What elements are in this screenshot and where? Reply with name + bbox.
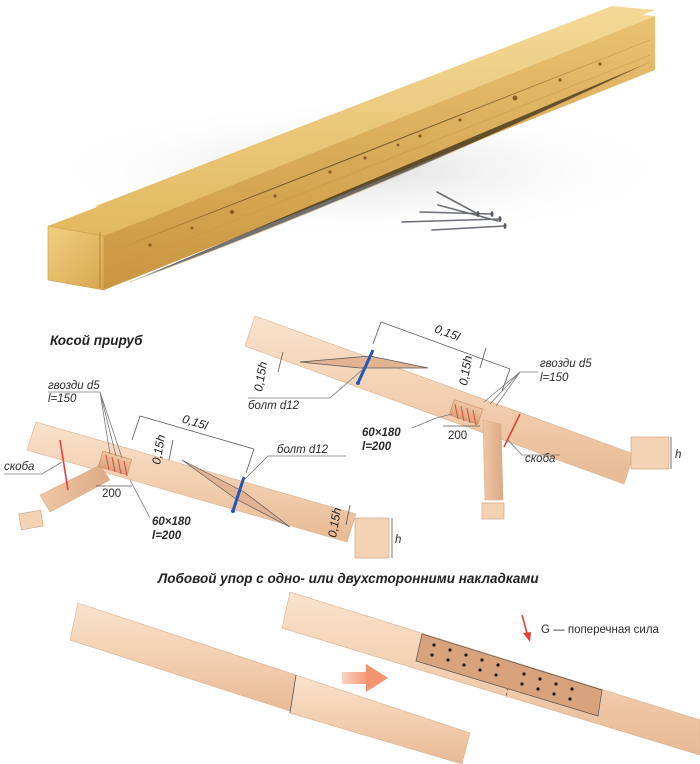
left-bracket: [59, 439, 69, 491]
beam-end-grain: [47, 225, 105, 291]
photo-beam-group: [40, 6, 680, 291]
beam-top-face: [48, 12, 655, 236]
left-nails-line1: гвозди d5: [48, 380, 100, 392]
transform-arrow-icon: [342, 664, 388, 692]
right-post-section: [481, 502, 505, 520]
butt-force-label: G — поперечная сила: [541, 624, 660, 636]
right-bolt: [356, 349, 375, 384]
right-bolt-label: болт d12: [248, 400, 300, 412]
nail-heads: [476, 211, 507, 229]
nails-icon: [401, 191, 506, 231]
left-section-height: h: [395, 534, 401, 546]
right-joint-diagram: 0,15l 0,15h 0,15h гвозди d5 l=150 болт d…: [244, 315, 681, 520]
right-length-fraction: 0,15l: [433, 322, 463, 344]
butt-left-piece-1: [69, 602, 297, 714]
left-seat-width: 200: [102, 488, 121, 500]
left-joint-diagram: 0,15l 0,15h 0,15h гвозди d5 l=150 скоба …: [4, 380, 401, 559]
oblique-joint-title: Косой прируб: [50, 333, 143, 348]
butt-left-piece-2: [289, 674, 471, 764]
left-nails-line2: l=150: [48, 393, 77, 405]
left-plate-size: 60×180: [152, 516, 191, 528]
butt-plate-bolts: [430, 643, 574, 701]
right-bracket: [503, 413, 521, 448]
right-dim-line: [380, 321, 511, 370]
left-plate-length: l=200: [152, 530, 182, 542]
left-nail-marks: [105, 454, 128, 477]
left-main-beam: [26, 421, 357, 543]
right-plate-size: 60×180: [362, 427, 401, 439]
left-oblique-cut: [181, 459, 291, 528]
right-bolt-nut: [356, 381, 360, 385]
left-height-fraction-bottom: 0,15h: [325, 506, 344, 538]
left-length-fraction: 0,15l: [181, 412, 210, 433]
right-nails-line2: l=150: [540, 372, 569, 384]
right-section-block: [630, 436, 670, 470]
beam-grain: [109, 39, 651, 283]
left-dim-line: [139, 415, 255, 450]
left-section-block: [354, 517, 390, 559]
left-strut-section: [18, 509, 44, 531]
beam-front-face: [104, 16, 655, 290]
left-height-fraction-top: 0,15h: [149, 433, 168, 465]
right-height-fraction-left: 0,15h: [251, 360, 270, 392]
right-post: [482, 419, 504, 501]
left-bolt-nut: [231, 509, 235, 513]
butt-joint-diagram: G — поперечная сила: [69, 591, 700, 764]
right-nails-line1: гвозди d5: [540, 358, 592, 370]
right-oblique-cut: [299, 355, 429, 369]
right-bracket-label: скоба: [525, 453, 555, 465]
force-arrow-icon: [521, 614, 531, 642]
butt-left-joint: [289, 674, 297, 714]
butt-joint-title: Лобовой упор с одно- или двухсторонними …: [157, 571, 539, 586]
left-bolt: [231, 476, 246, 512]
left-bracket-label: скоба: [4, 461, 34, 473]
right-main-beam: [244, 315, 635, 485]
butt-overlay-plate: [415, 633, 603, 717]
left-strut: [39, 464, 111, 513]
right-height-fraction-right: 0,15h: [456, 354, 475, 386]
left-bolt-label: болт d12: [277, 444, 329, 456]
beam-nail-holes: [148, 62, 602, 247]
right-plate-length: l=200: [362, 441, 392, 453]
right-nail-marks: [454, 403, 477, 426]
right-seat-width: 200: [448, 430, 467, 442]
right-section-height: h: [675, 449, 681, 461]
